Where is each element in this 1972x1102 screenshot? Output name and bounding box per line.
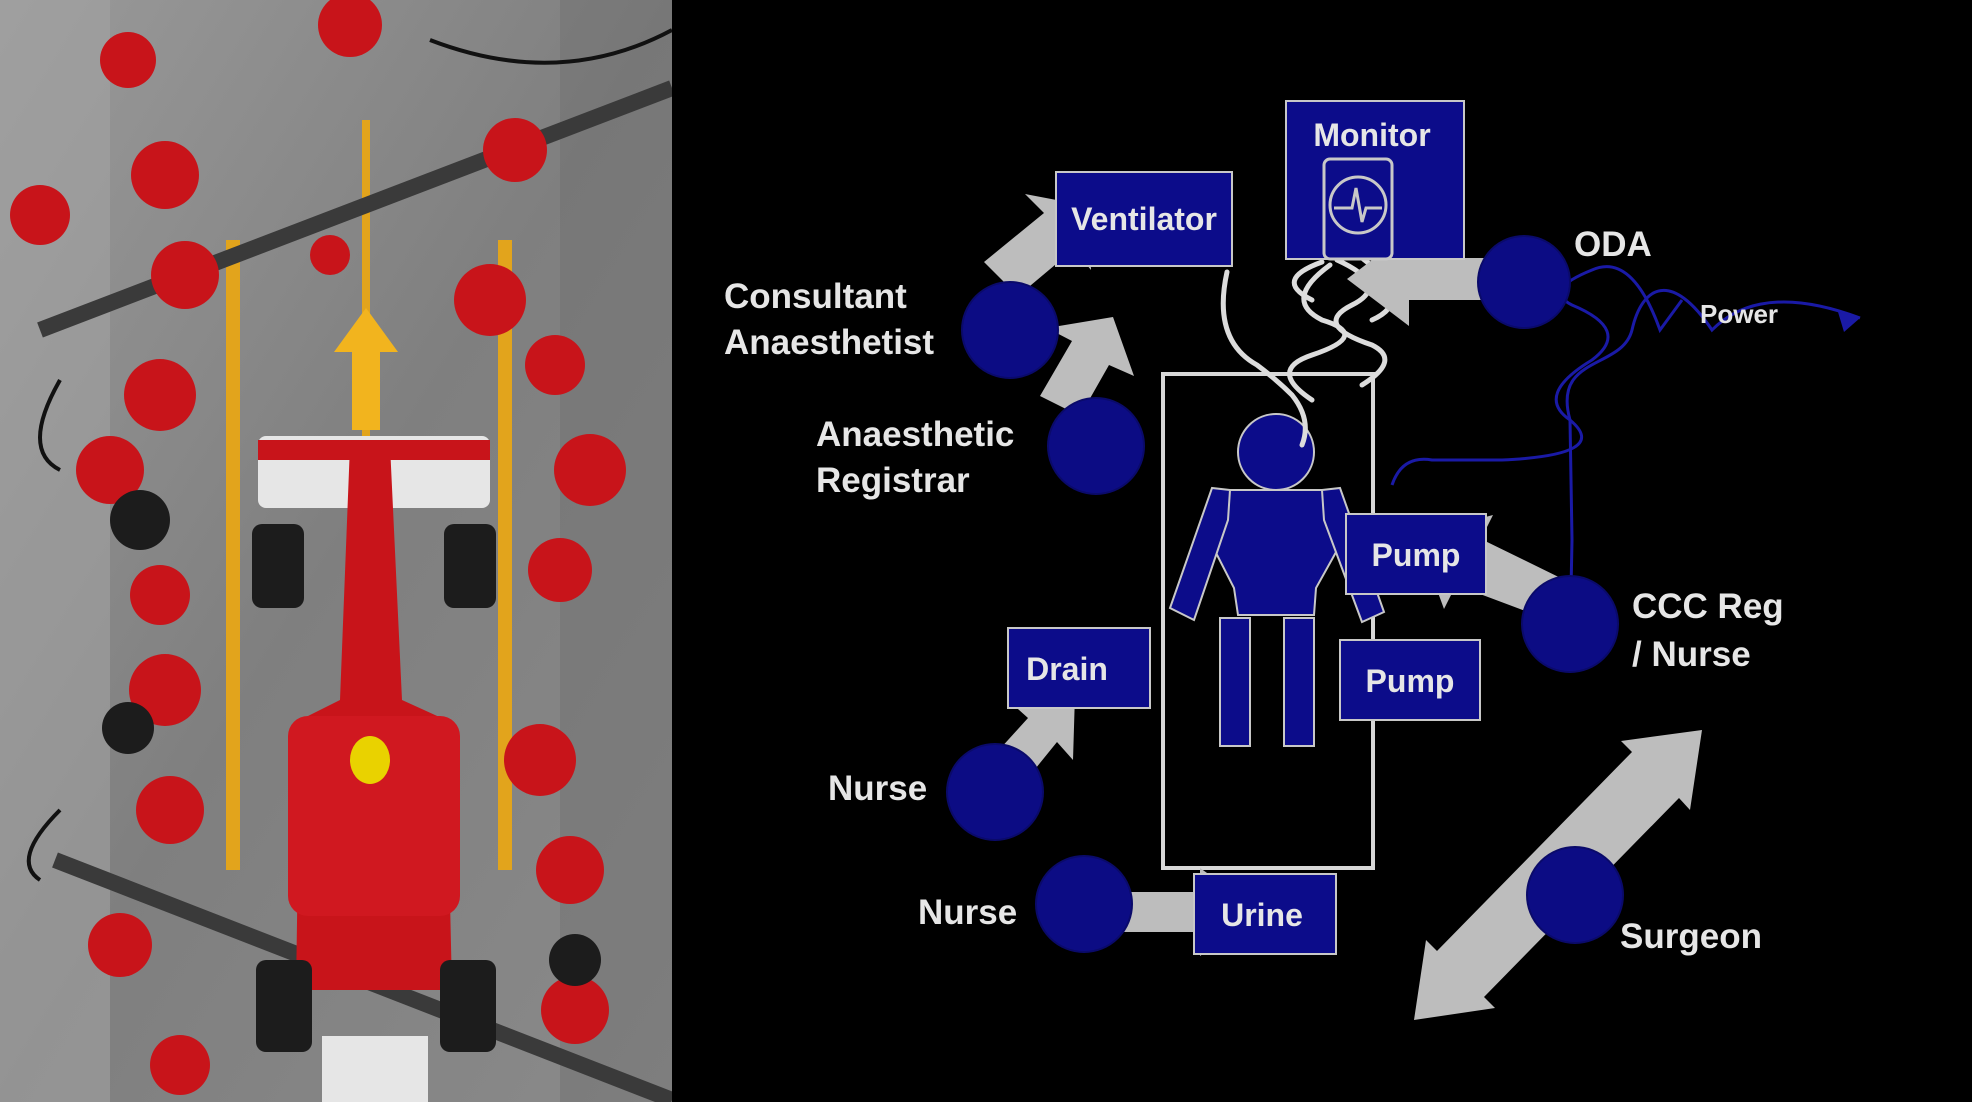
nurse-drain-label: Nurse: [828, 769, 927, 808]
marker-nurse-drain: [946, 743, 1044, 841]
registrar-label-line2: Registrar: [816, 461, 970, 500]
pump-top-box: [1345, 513, 1487, 595]
urine-box: [1193, 873, 1337, 955]
monitor-label: Monitor: [1313, 117, 1430, 153]
power-line-wire: [1565, 288, 1861, 421]
marker-ccc: [1521, 575, 1619, 673]
power-label: Power: [1700, 299, 1778, 329]
theatre-team-diagram: Monitor Ventilator Pump Pump Drain Urine…: [724, 100, 1861, 1020]
ventilator-label: Ventilator: [1071, 201, 1217, 237]
drain-label: Drain: [1026, 651, 1108, 687]
power-line: [1390, 265, 1684, 486]
equipment-boxes: [1007, 100, 1487, 955]
team-markers: [946, 235, 1624, 953]
marker-nurse-urine: [1035, 855, 1133, 953]
consultant-label-line2: Anaesthetist: [724, 323, 934, 362]
pump-top-label: Pump: [1372, 537, 1461, 573]
pit-stop-illustration: [0, 0, 672, 1102]
ventilator-box: [1055, 171, 1233, 267]
nurse-urine-label: Nurse: [918, 893, 1017, 932]
drain-box: [1007, 627, 1151, 709]
monitor-box: [1285, 100, 1465, 260]
marker-registrar: [1047, 397, 1145, 495]
registrar-label-line1: Anaesthetic: [816, 415, 1014, 454]
pump-bottom-box: [1339, 639, 1481, 721]
marker-surgeon: [1526, 846, 1624, 944]
pump-bottom-label: Pump: [1366, 663, 1455, 699]
marker-consultant: [961, 281, 1059, 379]
pit-crew: [10, 0, 626, 1095]
arrow-registrar-up: [1040, 317, 1134, 416]
surgeon-label: Surgeon: [1620, 917, 1762, 956]
patient-figure-icon: [1168, 413, 1386, 747]
pit-stop-photo: [0, 0, 672, 1102]
ccc-label-line1: CCC Reg: [1632, 587, 1784, 626]
power-arrowhead: [1838, 312, 1860, 332]
urine-label: Urine: [1221, 897, 1303, 933]
oda-label: ODA: [1574, 225, 1652, 264]
ccc-label-line2: / Nurse: [1632, 635, 1751, 674]
consultant-label-line1: Consultant: [724, 277, 907, 316]
marker-oda: [1477, 235, 1571, 329]
ecg-trace-icon: [1322, 157, 1394, 261]
race-car: [252, 436, 496, 1102]
